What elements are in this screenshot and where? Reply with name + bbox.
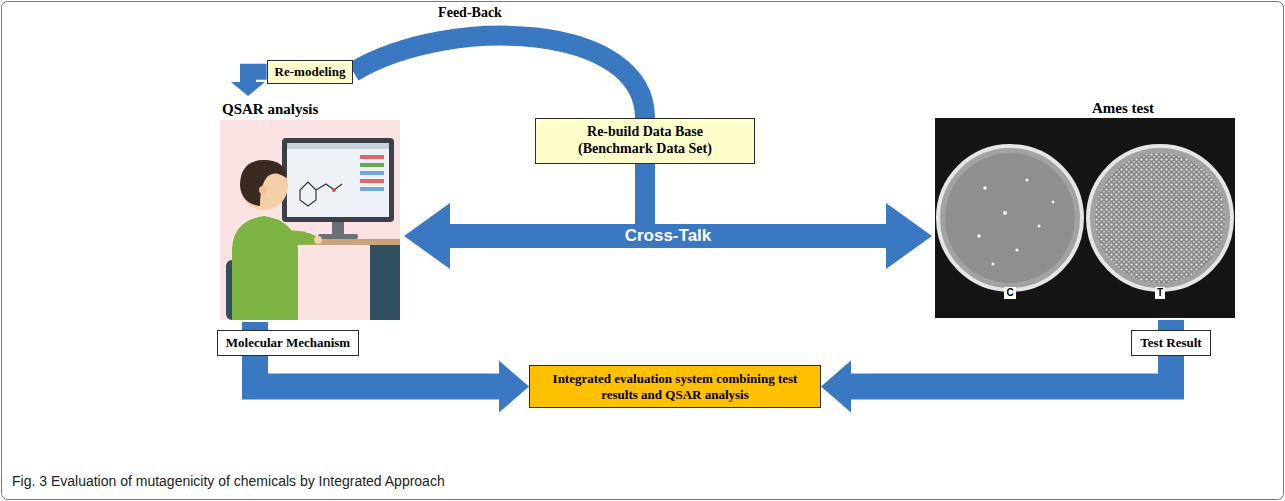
dish-label: C bbox=[1004, 287, 1015, 299]
box-text: Test Result bbox=[1140, 335, 1201, 351]
box-text: Molecular Mechanism bbox=[226, 335, 350, 351]
panel-heading: QSAR analysis bbox=[216, 96, 404, 118]
arrow-head bbox=[821, 361, 851, 413]
molecule-atom bbox=[332, 188, 336, 192]
arrow-head bbox=[886, 203, 932, 269]
molecule-chain bbox=[316, 184, 342, 190]
box-text: Re-modeling bbox=[275, 64, 346, 80]
arrow-shaft bbox=[255, 356, 499, 387]
window-bar bbox=[287, 143, 389, 149]
person-hand bbox=[314, 236, 322, 244]
arrow-head bbox=[404, 203, 450, 269]
control-agar bbox=[945, 153, 1075, 283]
colony bbox=[1025, 178, 1028, 181]
arrow-shaft bbox=[353, 36, 645, 118]
screen-bar bbox=[360, 171, 384, 175]
test-dish bbox=[1088, 146, 1232, 290]
flow-arrow bbox=[231, 72, 267, 96]
database-box: Re-build Data Base (Benchmark Data Set) bbox=[535, 118, 755, 164]
arrow-shaft bbox=[242, 322, 268, 330]
monitor-frame bbox=[282, 138, 394, 222]
monitor-screen bbox=[287, 143, 389, 217]
person-ear bbox=[259, 186, 267, 194]
person-arm bbox=[284, 230, 316, 245]
result-box: Test Result bbox=[1131, 330, 1210, 356]
arrow-head bbox=[231, 82, 265, 96]
arrow-label: Cross-Talk bbox=[621, 226, 716, 246]
flow-arrow bbox=[404, 203, 932, 269]
arrow-shaft bbox=[450, 224, 886, 248]
flow-arrow bbox=[255, 322, 256, 330]
box-text: Re-build Data Base (Benchmark Data Set) bbox=[560, 124, 730, 158]
figure-caption: Fig. 3 Evaluation of mutagenicity of che… bbox=[12, 472, 445, 490]
control-dish bbox=[938, 146, 1082, 290]
flow-arrow bbox=[821, 356, 1171, 413]
colony bbox=[983, 186, 987, 190]
qsar-panel: QSAR analysis bbox=[216, 96, 404, 322]
flow-arrow bbox=[255, 356, 529, 413]
dish-label: T bbox=[1155, 287, 1165, 299]
panel-heading: Ames test bbox=[932, 96, 1238, 117]
arrow-shaft bbox=[1158, 320, 1184, 330]
colony bbox=[992, 263, 995, 266]
screen-bar bbox=[360, 163, 384, 167]
flow-arrow bbox=[1171, 320, 1172, 330]
box-text: Integrated evaluation system combining t… bbox=[538, 371, 812, 402]
feedback-box: Re-modeling bbox=[267, 60, 354, 84]
illustration-ground bbox=[220, 120, 400, 320]
monitor-base bbox=[318, 234, 358, 239]
monitor-stand bbox=[332, 222, 344, 236]
connector-stem bbox=[635, 160, 655, 230]
colony bbox=[1038, 225, 1041, 228]
colony bbox=[977, 234, 980, 237]
petri-dish-photo bbox=[935, 118, 1235, 318]
person-hair bbox=[240, 160, 286, 206]
screen-bar bbox=[360, 155, 384, 159]
mechanism-box: Molecular Mechanism bbox=[217, 330, 359, 356]
computer-user-illustration bbox=[220, 120, 400, 320]
arrow-shaft bbox=[851, 356, 1171, 387]
colony bbox=[1052, 201, 1055, 204]
flow-arrow bbox=[353, 36, 645, 118]
ames-panel: Ames test bbox=[932, 96, 1238, 320]
integrated-box: Integrated evaluation system combining t… bbox=[529, 365, 821, 408]
photo-ground bbox=[935, 118, 1235, 318]
molecule-ring bbox=[300, 182, 316, 206]
edge-label: Feed-Back bbox=[435, 5, 505, 21]
screen-bar bbox=[360, 179, 384, 183]
test-agar bbox=[1095, 153, 1225, 283]
arrow-shaft bbox=[248, 72, 267, 82]
arrow-head bbox=[499, 361, 529, 413]
screen-bar bbox=[360, 187, 384, 191]
desk-side bbox=[370, 245, 400, 320]
colony bbox=[1003, 211, 1007, 215]
colony bbox=[1015, 248, 1018, 251]
